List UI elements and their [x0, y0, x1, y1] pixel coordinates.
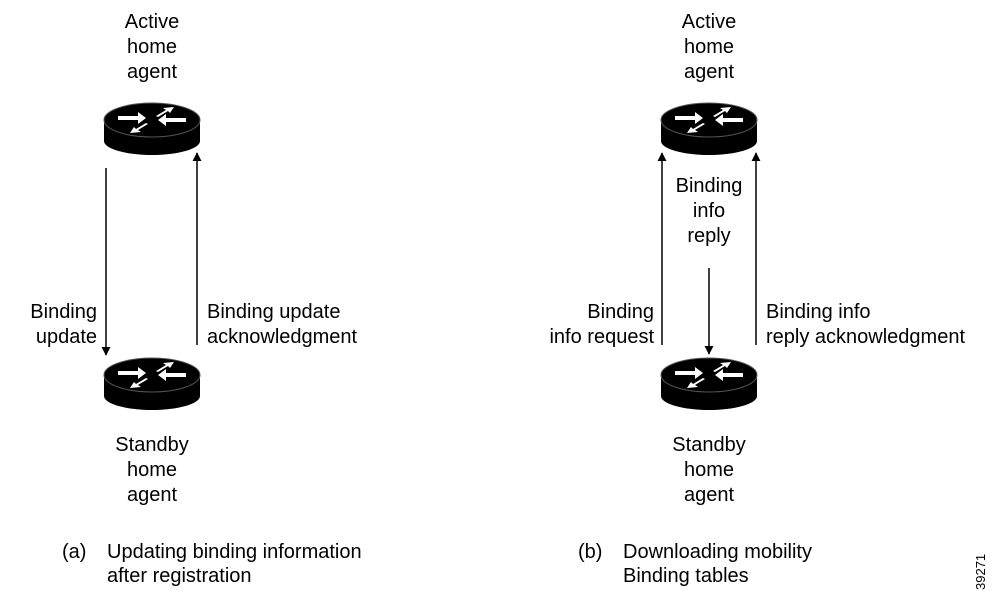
- binding-update-ack-label: Binding update acknowledgment: [207, 301, 358, 348]
- caption-b-tag: (b): [578, 541, 603, 563]
- binding-info-reply-label: Binding info reply: [675, 175, 743, 247]
- caption-a-line1: Updating binding information: [107, 541, 362, 563]
- caption-a-tag: (a): [62, 541, 87, 563]
- router-icon: [103, 357, 201, 411]
- standby-home-agent-label-b: Standby home agent: [672, 434, 746, 506]
- caption-a-line2: after registration: [107, 565, 252, 587]
- caption-b-line2: Binding tables: [623, 565, 749, 587]
- standby-home-agent-label-a: Standby home agent: [115, 434, 189, 506]
- binding-update-label: Binding update: [30, 301, 97, 348]
- figure-id: 39271: [973, 553, 988, 590]
- binding-info-request-label: Binding info request: [549, 301, 654, 348]
- binding-info-reply-ack-label: Binding info reply acknowledgment: [766, 301, 965, 348]
- router-icon: [660, 102, 758, 156]
- active-home-agent-label-b: Active home agent: [681, 11, 737, 83]
- active-home-agent-label-a: Active home agent: [124, 11, 180, 83]
- router-icon: [103, 102, 201, 156]
- caption-b-line1: Downloading mobility: [623, 541, 812, 563]
- router-icon: [660, 357, 758, 411]
